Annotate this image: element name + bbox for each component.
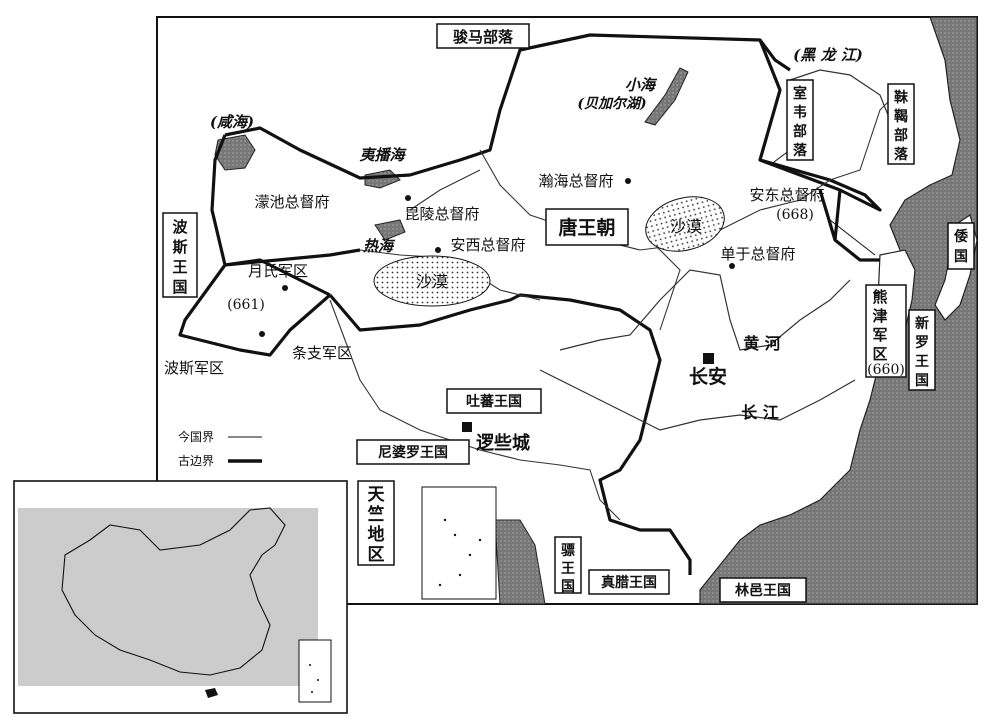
vlabel-bosi: 波斯王国 <box>172 218 188 296</box>
vlabel-tianzhu: 天竺地区 <box>368 485 386 565</box>
south-sea-islands <box>309 518 482 693</box>
label-niboluo: 尼婆罗王国 <box>378 444 448 461</box>
label-kunling: 昆陵总督府 <box>404 205 479 223</box>
label-box-zhenla <box>588 569 670 595</box>
label-luoxie: 逻些城 <box>476 432 530 454</box>
heilong-river <box>789 69 891 121</box>
label-changjiang: 长 江 <box>741 403 779 422</box>
seat-markers <box>259 178 735 337</box>
label-tiaozhi: 条支军区 <box>292 344 352 362</box>
label-box-xinluo <box>908 309 936 391</box>
pointer-andong <box>829 219 876 256</box>
map-south-sea-box <box>421 486 497 600</box>
label-box-shiwei <box>786 79 814 161</box>
vlabel-xiongjin: 熊津军区 <box>872 288 887 363</box>
tang-east-boundary <box>758 39 841 192</box>
vlabel-shiwei: 室韦部落 <box>793 85 808 159</box>
label-shanyu: 单于总督府 <box>720 245 795 263</box>
label-desert-west: 沙漠 <box>416 272 448 291</box>
label-anxi: 安西总督府 <box>450 236 525 254</box>
label-box-mohe <box>887 83 915 165</box>
label-yibohai: 夷播海 <box>359 146 407 164</box>
label-heilongjiang: (黑 龙 江) <box>793 46 863 64</box>
vlabel-xinluo-text: 新罗王国 <box>915 315 929 389</box>
sea-south-shade <box>494 519 546 605</box>
vlabel-shiwei-text: 室韦部落 <box>793 85 808 159</box>
luoxie-marker <box>462 422 472 432</box>
changan-marker <box>703 353 714 364</box>
vlabel-xiongjin-text: 熊津军区 <box>872 288 887 363</box>
label-yuezhi: 月氏军区 <box>248 262 308 280</box>
label-huanghe: 黄 河 <box>743 334 781 353</box>
label-box-linyi <box>719 577 807 603</box>
legend-ancient-label: 古边界 <box>178 453 214 468</box>
inset-china-outline <box>61 507 286 676</box>
label-box-niboluo <box>356 439 470 465</box>
aral-sea <box>214 134 256 171</box>
label-box-tang <box>545 208 629 246</box>
vlabel-wo: 倭国 <box>954 228 969 265</box>
vlabel-piao-text: 骠王国 <box>561 543 575 595</box>
label-mengchi: 濛池总督府 <box>254 193 329 211</box>
label-hanhai: 瀚海总督府 <box>538 172 613 190</box>
label-xiongjin-year: (660) <box>867 362 905 378</box>
desert-west <box>373 255 491 307</box>
lake-yibo <box>364 169 401 189</box>
label-desert-east: 沙漠 <box>670 217 702 236</box>
label-box-wo <box>947 222 975 270</box>
inset-shaded-area <box>18 508 318 686</box>
label-andong-year: (668) <box>776 207 814 223</box>
label-xianhai: (咸海) <box>210 113 254 131</box>
legend-modern-label: 今国界 <box>178 429 214 444</box>
vlabel-mohe: 靺鞨部落 <box>894 89 909 163</box>
label-tubo: 吐蕃王国 <box>466 393 522 410</box>
label-box-tianzhu <box>357 480 395 566</box>
yellow-river <box>559 269 851 351</box>
label-baikal: (贝加尔湖) <box>577 95 646 112</box>
label-box-tubo <box>446 388 542 414</box>
label-zhenla: 真腊王国 <box>601 574 657 591</box>
label-andong: 安东总督府 <box>749 186 824 204</box>
label-bosi-junqu: 波斯军区 <box>164 359 224 377</box>
lake-rehai <box>374 219 406 241</box>
vlabel-piao: 骠王国 <box>561 543 575 595</box>
label-changan: 长安 <box>689 365 727 388</box>
label-box-xiongjin <box>865 284 907 378</box>
label-box-bosi <box>162 212 198 298</box>
label-linyi: 林邑王国 <box>735 582 791 599</box>
inset-south-sea-box <box>298 639 332 703</box>
vlabel-mohe-text: 靺鞨部落 <box>894 89 909 163</box>
lake-baikal <box>644 67 689 126</box>
vlabel-xinluo: 新罗王国 <box>915 315 929 389</box>
label-box-piao <box>554 536 582 594</box>
label-box-junma <box>436 23 530 49</box>
vlabel-tianzhu-text: 天竺地区 <box>368 485 386 565</box>
label-junma: 骏马部落 <box>453 28 514 46</box>
inset-hainan <box>205 688 218 698</box>
yangtze-river <box>539 369 856 431</box>
tang-ancient-boundary <box>178 33 882 575</box>
label-tang: 唐王朝 <box>558 216 615 239</box>
label-xiaohai: 小海 <box>625 76 658 94</box>
label-rehai: 热海 <box>362 237 396 255</box>
vlabel-wo-text: 倭国 <box>954 228 969 265</box>
label-yuezhi-year: (661) <box>227 297 265 313</box>
vlabel-bosi-text: 波斯王国 <box>172 218 188 296</box>
desert-east <box>645 196 725 252</box>
